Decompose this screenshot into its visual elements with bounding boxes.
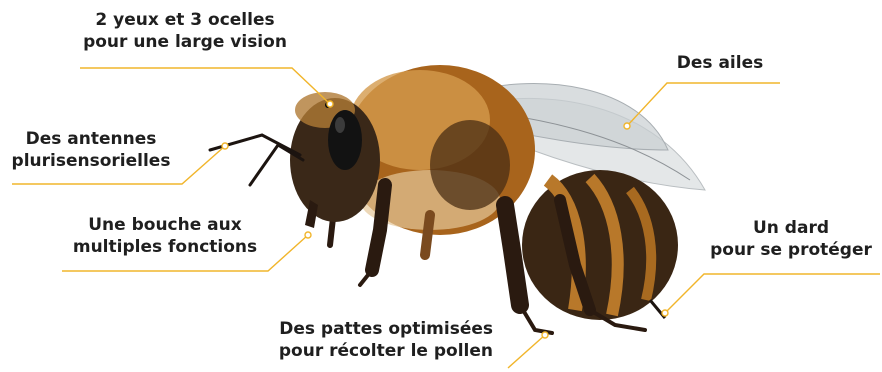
label-wings: Des ailes <box>660 52 780 74</box>
label-sting: Un dard pour se protéger <box>700 217 882 261</box>
leg-hind-1-tarsus <box>520 305 552 333</box>
label-mouth-line1: Une bouche aux <box>60 214 270 236</box>
leader-dot-eyes <box>327 101 333 107</box>
abdomen <box>522 170 678 320</box>
label-legs: Des pattes optimisées pour récolter le p… <box>265 318 493 362</box>
compound-eye <box>328 110 362 170</box>
label-sting-line2: pour se protéger <box>700 239 882 261</box>
leader-line-legs <box>508 335 545 368</box>
label-mouth-line2: multiples fonctions <box>60 236 270 258</box>
label-antennae-line2: plurisensorielles <box>0 150 182 172</box>
leader-line-eyes <box>80 68 330 104</box>
leader-line-wings <box>627 83 780 126</box>
label-eyes-line2: pour une large vision <box>70 31 300 53</box>
label-antennae: Des antennes plurisensorielles <box>0 128 182 172</box>
leg-mid <box>425 215 430 255</box>
eye-highlight <box>335 117 345 133</box>
label-eyes-line1: 2 yeux et 3 ocelles <box>70 9 300 31</box>
leader-dot-mouth <box>305 232 311 238</box>
leader-dot-sting <box>662 310 668 316</box>
label-wings-line1: Des ailes <box>660 52 780 74</box>
leader-dot-antennae <box>222 143 228 149</box>
label-antennae-line1: Des antennes <box>0 128 182 150</box>
leader-dot-legs <box>542 332 548 338</box>
label-mouth: Une bouche aux multiples fonctions <box>60 214 270 258</box>
leader-dot-wings <box>624 123 630 129</box>
thorax-dark <box>430 120 510 210</box>
label-legs-line2: pour récolter le pollen <box>265 340 493 362</box>
leg-hind-1 <box>505 205 520 305</box>
label-legs-line1: Des pattes optimisées <box>265 318 493 340</box>
leader-line-sting <box>665 274 880 313</box>
label-sting-line1: Un dard <box>700 217 882 239</box>
label-eyes: 2 yeux et 3 ocelles pour une large visio… <box>70 9 300 53</box>
